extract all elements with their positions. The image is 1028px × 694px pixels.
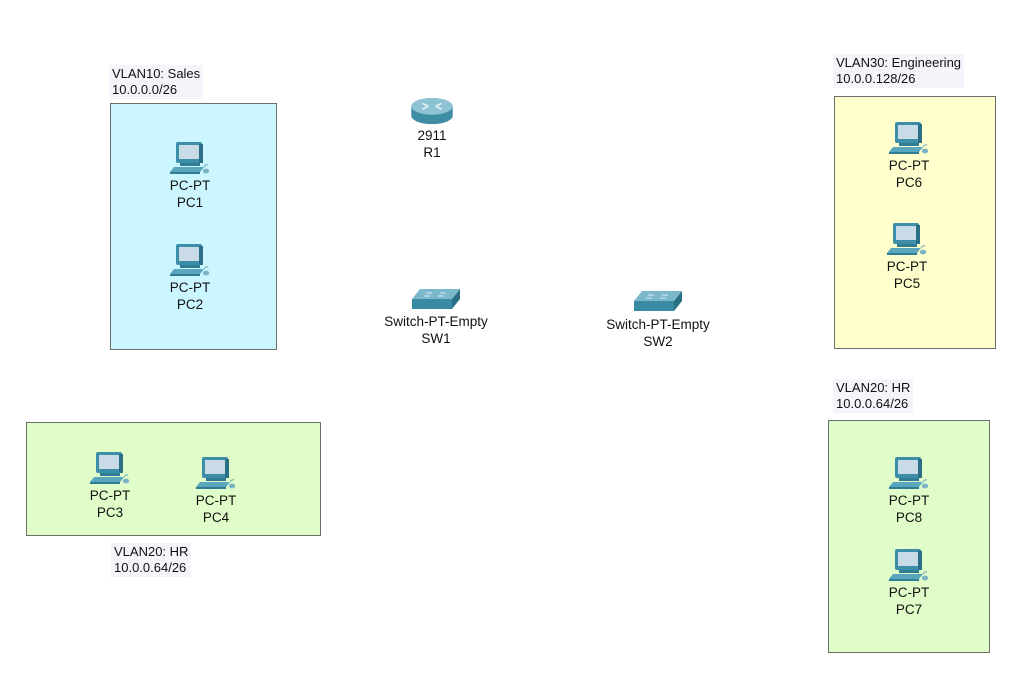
device-name: PC2 (176, 297, 204, 312)
device-name: PC6 (895, 175, 923, 190)
device-name: PC7 (895, 602, 923, 617)
device-model: PC-PT (888, 585, 930, 600)
device-name: PC4 (202, 510, 230, 525)
area-label-engineering: VLAN30: Engineering 10.0.0.128/26 (833, 54, 965, 88)
device-name: SW2 (643, 334, 673, 349)
pc-icon[interactable] (88, 451, 132, 487)
device-name: PC8 (895, 510, 923, 525)
pc-pc2[interactable]: PC-PT PC2 (125, 243, 255, 313)
area-hr-right[interactable] (828, 420, 990, 653)
pc-icon[interactable] (887, 548, 931, 584)
area-name: VLAN20: HR (114, 544, 189, 559)
pc-icon[interactable] (887, 121, 931, 157)
area-label-hr-right: VLAN20: HR 10.0.0.64/26 (833, 379, 914, 413)
device-name: PC1 (176, 195, 204, 210)
area-subnet: 10.0.0.64/26 (836, 396, 909, 411)
pc-pc1[interactable]: PC-PT PC1 (125, 141, 255, 211)
device-name: R1 (423, 145, 441, 160)
switch-sw1[interactable]: Switch-PT-Empty SW1 (371, 288, 501, 347)
pc-pc5[interactable]: PC-PT PC5 (842, 222, 972, 292)
pc-pc3[interactable]: PC-PT PC3 (45, 451, 175, 521)
pc-icon[interactable] (885, 222, 929, 258)
area-subnet: 10.0.0.64/26 (114, 560, 187, 575)
router-r1[interactable]: 2911 R1 (367, 95, 497, 161)
area-hr-left[interactable] (26, 422, 321, 536)
device-model: PC-PT (169, 178, 211, 193)
area-name: VLAN20: HR (836, 380, 911, 395)
switch-icon[interactable] (632, 290, 684, 312)
device-model: PC-PT (195, 493, 237, 508)
area-name: VLAN10: Sales (112, 66, 201, 81)
pc-pc6[interactable]: PC-PT PC6 (844, 121, 974, 191)
device-model: PC-PT (888, 158, 930, 173)
device-model: PC-PT (89, 488, 131, 503)
pc-pc7[interactable]: PC-PT PC7 (844, 548, 974, 618)
device-model: 2911 (417, 128, 447, 143)
pc-icon[interactable] (168, 243, 212, 279)
pc-pc8[interactable]: PC-PT PC8 (844, 456, 974, 526)
switch-sw2[interactable]: Switch-PT-Empty SW2 (593, 290, 723, 350)
device-model: PC-PT (888, 493, 930, 508)
device-model: PC-PT (169, 280, 211, 295)
device-model: Switch-PT-Empty (606, 317, 710, 332)
device-name: PC5 (893, 276, 921, 291)
area-label-hr-left: VLAN20: HR 10.0.0.64/26 (111, 543, 192, 577)
area-label-sales: VLAN10: Sales 10.0.0.0/26 (109, 65, 204, 99)
area-subnet: 10.0.0.128/26 (836, 71, 916, 86)
switch-icon[interactable] (410, 288, 462, 310)
area-name: VLAN30: Engineering (836, 55, 962, 70)
device-model: Switch-PT-Empty (384, 314, 488, 329)
device-name: SW1 (421, 331, 451, 346)
area-subnet: 10.0.0.0/26 (112, 82, 178, 97)
router-icon[interactable] (409, 95, 455, 127)
device-name: PC3 (96, 505, 124, 520)
pc-icon[interactable] (887, 456, 931, 492)
pc-icon[interactable] (168, 141, 212, 177)
device-model: PC-PT (886, 259, 928, 274)
pc-pc4[interactable]: PC-PT PC4 (151, 456, 281, 526)
pc-icon[interactable] (194, 456, 238, 492)
